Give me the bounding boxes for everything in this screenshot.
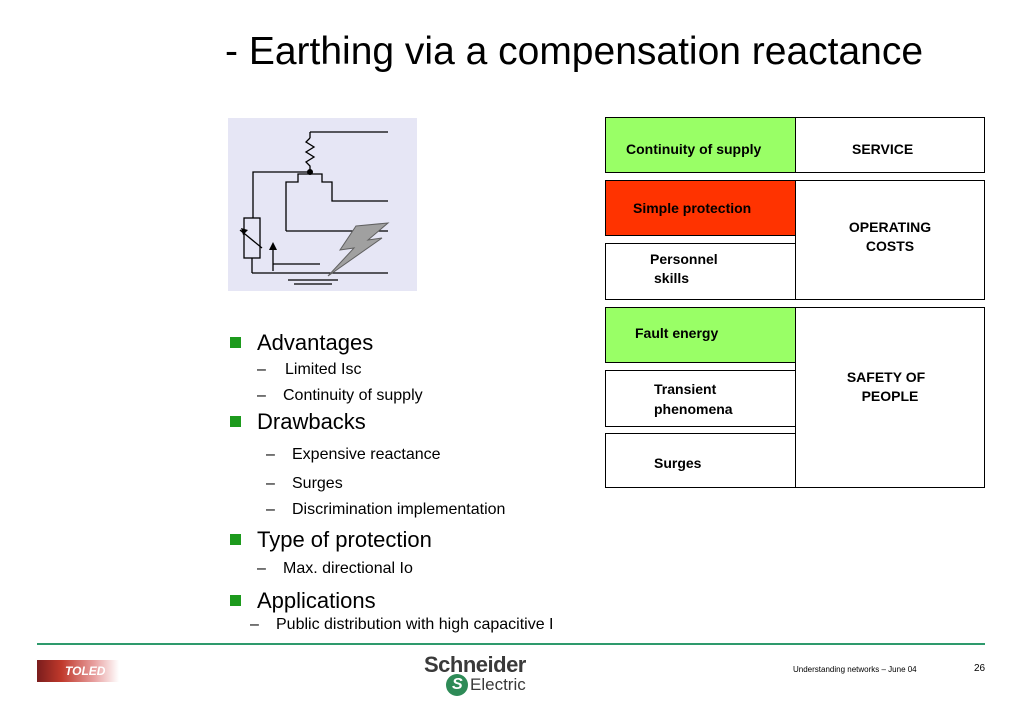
schneider-leaf-glyph: S [452, 676, 463, 693]
sub-item-text: Limited Isc [285, 361, 362, 378]
bullet-label: Applications [257, 588, 376, 613]
sub-item: – Max. directional Io [257, 560, 477, 580]
continuity-of-supply-box: Continuity of supply [605, 117, 796, 173]
toled-logo: TOLED [37, 660, 119, 682]
box-label: Transient [654, 381, 717, 397]
box-label: Surges [654, 455, 702, 471]
earthing-circuit-diagram [228, 118, 417, 291]
box-label: PEOPLE [861, 388, 919, 404]
surges-box: Surges [605, 433, 796, 488]
fault-energy-box: Fault energy [605, 307, 796, 363]
bullet-square-icon [230, 416, 241, 427]
sub-item: – Surges [266, 475, 486, 495]
bullet-label: Advantages [257, 330, 374, 355]
sub-item: – Continuity of supply [257, 387, 477, 407]
sub-item-text: Surges [292, 475, 343, 492]
bullet-square-icon [230, 595, 241, 606]
box-label: Simple protection [633, 200, 752, 216]
transient-phenomena-box: Transient phenomena [605, 370, 796, 427]
footer-caption: Understanding networks – June 04 [793, 665, 917, 674]
dash-icon: – [250, 616, 259, 633]
sub-item-text: Expensive reactance [292, 446, 441, 463]
bullet-square-icon [230, 534, 241, 545]
bullet-drawbacks: Drawbacks [230, 409, 430, 435]
bullet-type-of-protection: Type of protection [230, 527, 470, 553]
box-label: COSTS [865, 238, 915, 254]
box-label: Fault energy [635, 325, 719, 341]
dash-icon: – [266, 475, 275, 492]
bullet-applications: Applications [230, 588, 430, 614]
bullet-advantages: Advantages [230, 330, 430, 356]
page-number: 26 [974, 663, 986, 674]
sub-item: – Public distribution with high capaciti… [250, 616, 610, 636]
sub-item: – Discrimination implementation [266, 501, 566, 521]
toled-logo-text: TOLED [65, 664, 106, 678]
box-label: phenomena [654, 401, 733, 417]
dash-icon: – [257, 361, 266, 378]
schneider-leaf-icon [446, 674, 468, 696]
sub-item: – Limited Isc [257, 361, 457, 381]
schneider-electric-logo: Schneider S Electric [422, 652, 542, 700]
logo-brand-top: Schneider [424, 652, 526, 677]
sub-item-text: Discrimination implementation [292, 501, 506, 518]
box-label: SERVICE [852, 141, 914, 157]
dash-icon: – [257, 560, 266, 577]
sub-item-text: Max. directional Io [283, 560, 413, 577]
personnel-skills-box: Personnel skills [605, 243, 796, 300]
circuit-schematic [239, 131, 390, 285]
sub-item-text: Public distribution with high capacitive… [276, 616, 554, 633]
bullet-square-icon [230, 337, 241, 348]
box-label: Continuity of supply [626, 141, 762, 157]
simple-protection-box: Simple protection [605, 180, 796, 236]
footer-divider [37, 643, 985, 645]
box-label: Personnel [650, 251, 718, 267]
bullet-label: Drawbacks [257, 409, 366, 434]
dash-icon: – [257, 387, 266, 404]
dash-icon: – [266, 501, 275, 518]
sub-item-text: Continuity of supply [283, 387, 423, 404]
safety-of-people-box: SAFETY OF PEOPLE [795, 307, 985, 488]
operating-costs-box: OPERATING COSTS [795, 180, 985, 300]
box-label: OPERATING [848, 219, 932, 235]
logo-brand-bottom: Electric [470, 675, 526, 694]
sub-item: – Expensive reactance [266, 446, 486, 466]
box-label: SAFETY OF [846, 369, 926, 385]
bullet-label: Type of protection [257, 527, 432, 552]
service-box: SERVICE [795, 117, 985, 173]
box-label: skills [654, 270, 690, 286]
dash-icon: – [266, 446, 275, 463]
slide-title: - Earthing via a compensation reactance [225, 30, 924, 73]
